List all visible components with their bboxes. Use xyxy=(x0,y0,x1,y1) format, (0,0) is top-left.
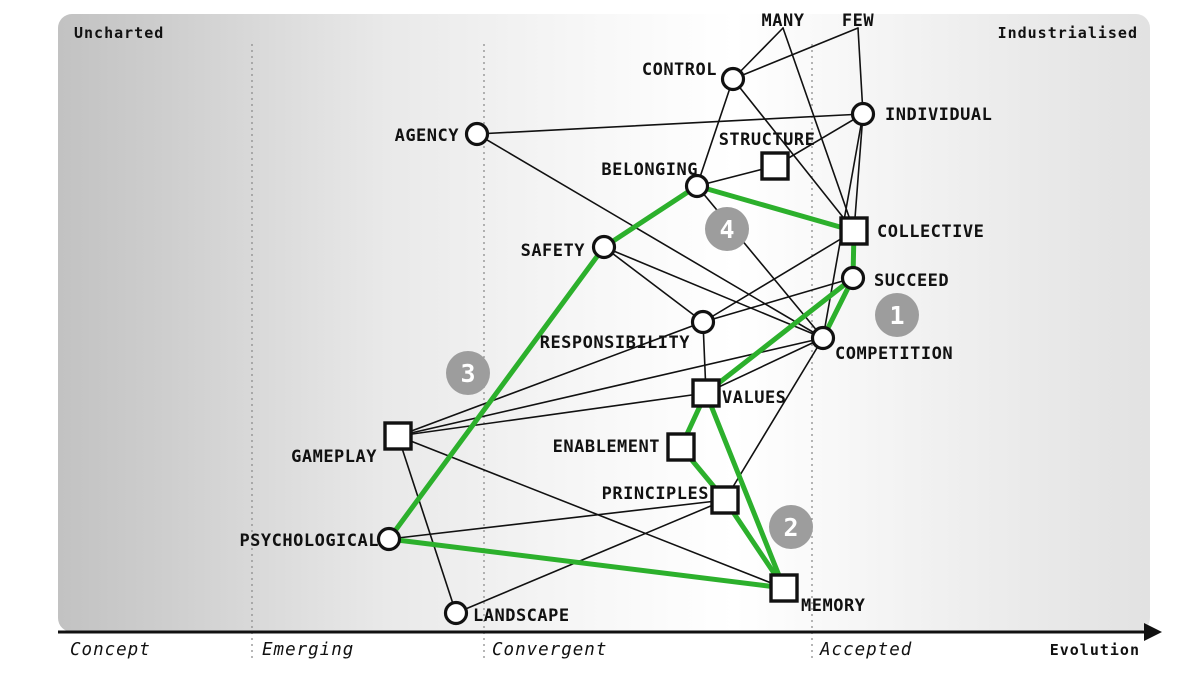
node-enablement xyxy=(666,432,696,462)
node-principles xyxy=(710,485,740,515)
stage-label-emerging: Emerging xyxy=(262,640,355,660)
edge-competition-principles xyxy=(724,337,824,501)
node-control-label: CONTROL xyxy=(642,60,717,80)
edge-landscape-principles xyxy=(455,499,726,614)
node-competition-label: COMPETITION xyxy=(835,344,953,364)
stage-label-concept: Concept xyxy=(70,640,151,660)
edge-many-collective xyxy=(782,27,855,232)
node-individual xyxy=(850,101,876,127)
node-succeed-label: SUCCEED xyxy=(874,271,949,291)
edge-individual-collective xyxy=(853,113,864,232)
node-psychological xyxy=(376,526,402,552)
map-labels: CONTROL INDIVIDUAL AGENCY STRUCTURE BELONGIN… xyxy=(239,11,992,626)
edge-belonging-safety xyxy=(601,183,700,250)
map-badges: 1 2 3 4 xyxy=(446,207,919,549)
node-agency-label: AGENCY xyxy=(395,126,460,146)
node-gameplay-label: GAMEPLAY xyxy=(291,447,377,467)
node-values-label: VALUES xyxy=(722,388,786,408)
edge-psychological-principles xyxy=(388,499,726,540)
node-control xyxy=(720,66,746,92)
node-competition xyxy=(810,325,836,351)
step-badge-2 xyxy=(769,505,813,549)
edge-gameplay-values xyxy=(397,392,707,437)
edge-control-belonging xyxy=(696,78,734,187)
edge-responsibility-collective xyxy=(702,230,855,323)
edge-psychological-memory xyxy=(386,536,787,591)
map-background xyxy=(58,14,1150,632)
edge-values-memory xyxy=(703,390,787,591)
node-responsibility-label: RESPONSIBILITY xyxy=(540,333,691,353)
node-belonging xyxy=(684,173,710,199)
gridlines xyxy=(251,44,813,661)
node-individual-label: INDIVIDUAL xyxy=(885,105,992,125)
node-safety-label: SAFETY xyxy=(521,241,586,261)
edge-succeed-values xyxy=(703,275,856,396)
node-belonging-label: BELONGING xyxy=(601,160,698,180)
corner-label-industrialised: Industrialised xyxy=(997,24,1138,42)
edge-gameplay-memory xyxy=(397,435,785,589)
node-psychological-label: PSYCHOLOGICAL xyxy=(239,531,379,551)
node-agency xyxy=(464,121,490,147)
node-values xyxy=(691,378,721,408)
anchor-label-many: MANY xyxy=(762,11,805,31)
stage-label-accepted: Accepted xyxy=(820,640,913,660)
node-principles-label: PRINCIPLES xyxy=(602,484,709,504)
evolution-axis-label: Evolution xyxy=(1049,641,1140,659)
node-safety xyxy=(591,234,617,260)
node-memory-label: MEMORY xyxy=(801,596,866,616)
edge-safety-psychological xyxy=(386,244,607,542)
edge-responsibility-succeed xyxy=(702,277,854,323)
corner-label-uncharted: Uncharted xyxy=(74,24,165,42)
node-landscape-label: LANDSCAPE xyxy=(473,606,570,626)
node-memory xyxy=(769,573,799,603)
map-nodes xyxy=(376,66,876,626)
edge-gameplay-responsibility xyxy=(397,321,704,437)
edge-competition-values xyxy=(705,337,824,394)
axis-arrowhead-icon xyxy=(1144,623,1162,641)
step-badge-number-3: 3 xyxy=(460,359,475,388)
node-enablement-label: ENABLEMENT xyxy=(553,437,660,457)
anchor-label-few: FEW xyxy=(842,11,874,31)
node-responsibility xyxy=(690,309,716,335)
stage-label-convergent: Convergent xyxy=(492,640,608,660)
edge-safety-responsibility xyxy=(603,246,704,323)
node-collective-label: COLLECTIVE xyxy=(877,222,984,242)
edge-belonging-collective xyxy=(694,183,857,234)
edge-safety-competition xyxy=(603,246,824,339)
node-collective xyxy=(839,216,869,246)
step-badge-3 xyxy=(446,351,490,395)
node-gameplay xyxy=(383,421,413,451)
edge-gameplay-landscape xyxy=(397,435,457,614)
step-badge-1 xyxy=(875,293,919,337)
node-structure xyxy=(760,151,790,181)
step-badge-4 xyxy=(705,207,749,251)
node-succeed xyxy=(840,265,866,291)
step-badge-number-1: 1 xyxy=(889,301,904,330)
step-badge-number-4: 4 xyxy=(719,215,734,244)
node-structure-label: STRUCTURE xyxy=(719,130,816,150)
evolution-axis xyxy=(58,623,1162,641)
step-badge-number-2: 2 xyxy=(783,513,798,542)
edge-few-control xyxy=(732,27,859,80)
node-landscape xyxy=(443,600,469,626)
edge-agency-individual xyxy=(476,113,864,135)
edge-few-individual xyxy=(857,27,864,115)
